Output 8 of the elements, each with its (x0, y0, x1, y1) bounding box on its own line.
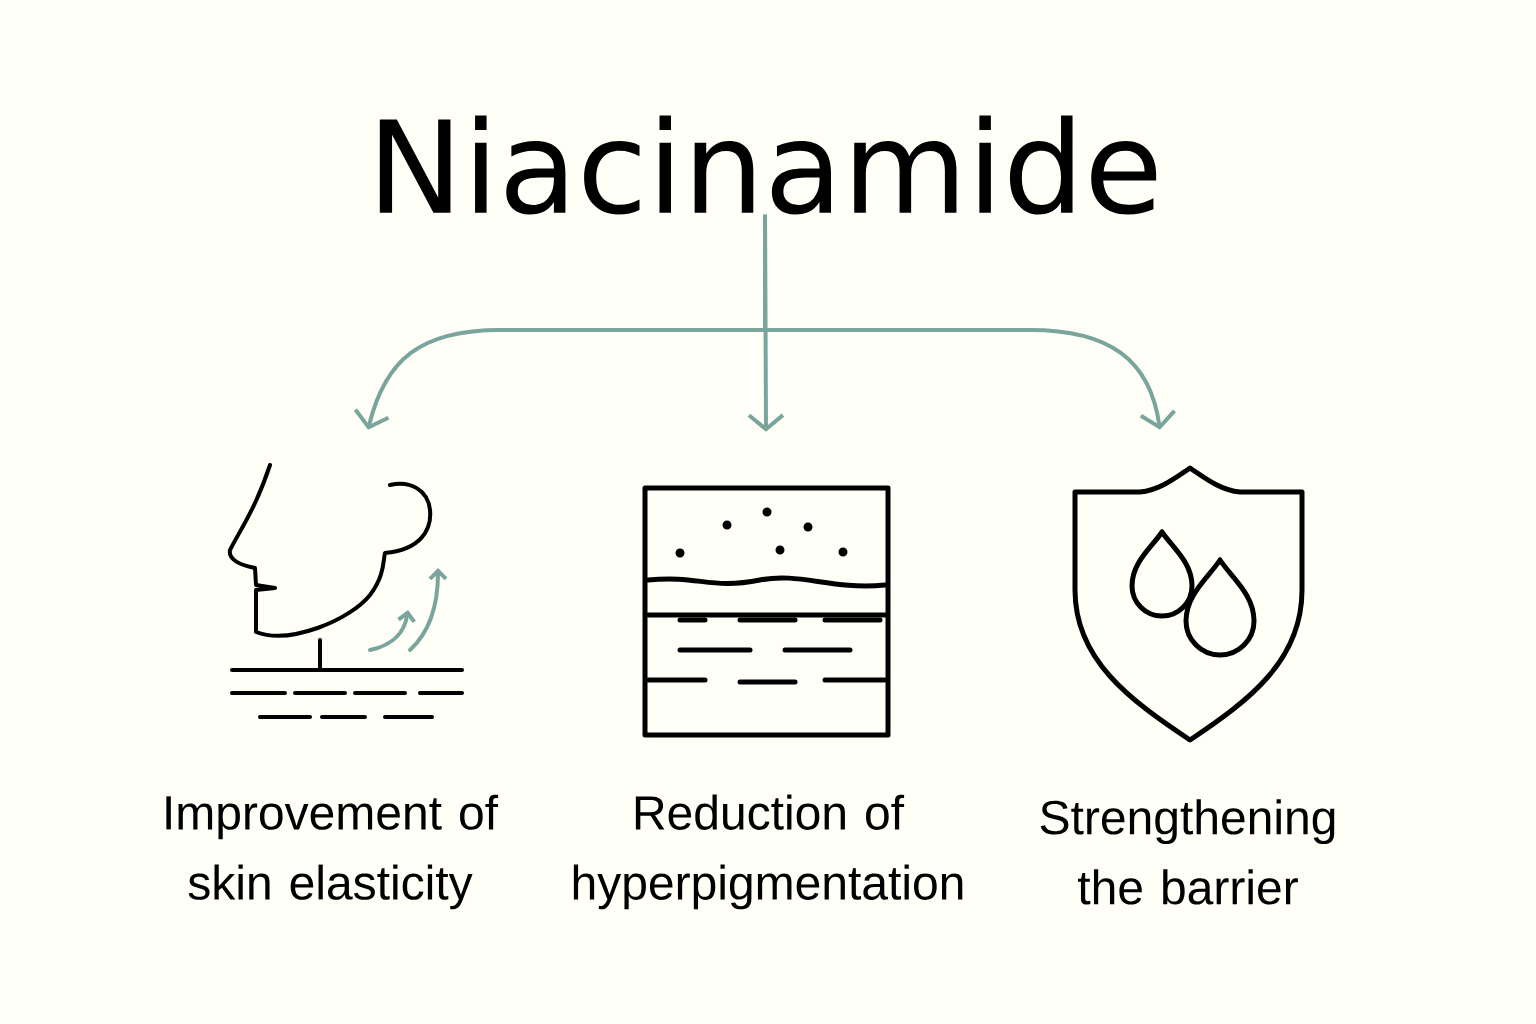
skin-layers-drawing (642, 485, 891, 738)
node-label: Reduction of hyperpigmentation (573, 794, 963, 910)
shield-drawing (1072, 465, 1305, 743)
arrow (763, 214, 1176, 430)
node-label: Improvement of skin elasticity (166, 794, 499, 910)
face-drawing (227, 463, 464, 719)
title: Niacinamide (379, 115, 1157, 215)
node-label: Strengthening the barrier (1040, 799, 1335, 905)
